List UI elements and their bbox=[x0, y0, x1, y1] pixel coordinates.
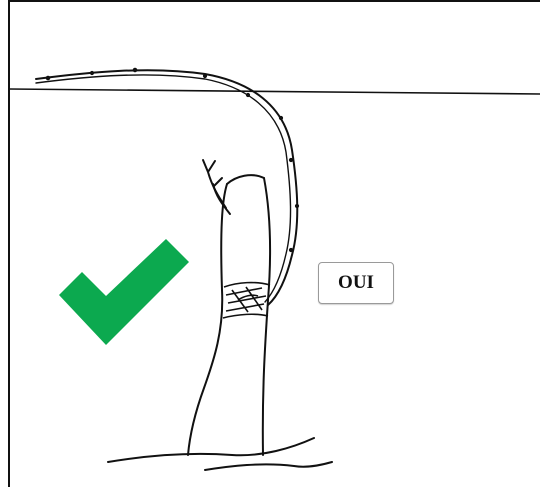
checkmark-icon bbox=[59, 239, 189, 345]
vine-trunk bbox=[188, 160, 270, 455]
trunk-tie bbox=[223, 283, 270, 318]
oui-label: OUI bbox=[318, 262, 394, 304]
horizontal-wire bbox=[9, 89, 540, 94]
ground bbox=[108, 438, 332, 470]
